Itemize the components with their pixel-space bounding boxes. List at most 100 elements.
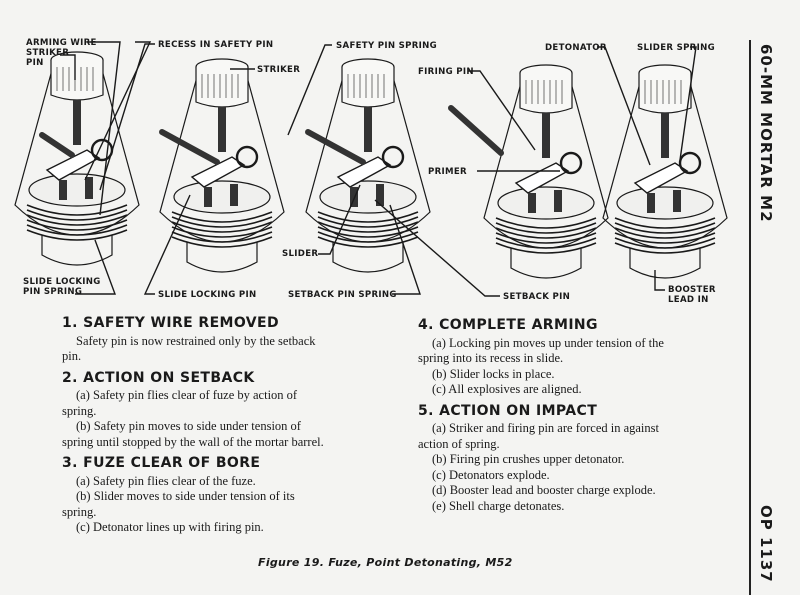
- leader-line: [654, 270, 665, 291]
- section-paragraph: (b) Slider locks in place.: [432, 366, 555, 381]
- section-paragraph: (c) Detonator lines up with firing pin.: [76, 520, 264, 534]
- margin-rule: [749, 40, 751, 595]
- firing-pin-stem: [661, 113, 669, 158]
- striker-head: [341, 67, 395, 108]
- fuze-thread: [26, 229, 128, 241]
- fuze-thread: [495, 222, 597, 234]
- label-slide-locking-pin-spring: SLIDE LOCKING PIN SPRING: [23, 277, 101, 297]
- fuze-thread: [171, 216, 273, 228]
- fuze-thread: [614, 237, 716, 249]
- section-fuze-clear-of-bore: 3. FUZE CLEAR OF BORE (a) Safety pin fli…: [62, 455, 327, 536]
- fuze-base: [629, 248, 701, 279]
- detonator-post: [554, 190, 562, 212]
- fuze-thread: [171, 221, 273, 233]
- label-firing-pin: FIRING PIN: [418, 67, 474, 77]
- section-paragraph: (c) All explosives are aligned.: [432, 382, 582, 396]
- section-heading: 3. FUZE CLEAR OF BORE: [62, 455, 261, 471]
- slider: [633, 162, 689, 194]
- leader-line: [143, 194, 191, 295]
- section-heading: 5. ACTION ON IMPACT: [418, 402, 598, 419]
- fuze-thread: [171, 231, 273, 243]
- safety-pin: [39, 132, 75, 158]
- fuze-thread: [317, 216, 419, 228]
- fuze-thread: [495, 232, 597, 244]
- detonator-post: [673, 190, 681, 212]
- safety-pin: [448, 105, 504, 156]
- section-heading: 4. COMPLETE ARMING: [418, 317, 598, 333]
- firing-pin-stem: [364, 107, 372, 152]
- fuze-thread: [495, 227, 597, 239]
- fuze-thread: [317, 231, 419, 243]
- section-paragraph: Safety pin is now restrained only by the…: [62, 333, 316, 364]
- section-paragraph: (a) Safety pin flies clear of fuze by ac…: [62, 388, 298, 418]
- fuze-thread: [26, 224, 128, 236]
- leader-line: [287, 44, 332, 136]
- fuze-thread: [317, 226, 419, 238]
- fuze-thread: [614, 232, 716, 244]
- fuze-thread: [614, 227, 716, 239]
- section-paragraph: (b) Firing pin crushes upper detonator.: [432, 452, 625, 466]
- fuze-thread: [26, 204, 128, 216]
- leader-line: [99, 43, 155, 191]
- fuze-base: [186, 242, 258, 273]
- label-setback-pin: SETBACK PIN: [503, 292, 571, 302]
- fuze-body-top: [497, 186, 595, 220]
- leader-line: [60, 54, 76, 80]
- label-arming-wire: ARMING WIRE: [26, 38, 97, 48]
- section-paragraph: (e) Shell charge detonates.: [432, 498, 565, 513]
- fuze-base: [332, 242, 404, 273]
- section-complete-arming: 4. COMPLETE ARMING (a) Locking pin moves…: [418, 317, 680, 398]
- label-slider-spring: SLIDER SPRING: [637, 43, 715, 53]
- label-safety-pin-spring: SAFETY PIN SPRING: [336, 41, 437, 51]
- fuze-body-top: [616, 186, 714, 220]
- leader-line: [318, 184, 361, 255]
- slider-spring-coil: [559, 151, 583, 175]
- section-heading: 1. SAFETY WIRE REMOVED: [62, 315, 280, 331]
- section-action-on-impact: 5. ACTION ON IMPACT (a) Striker and firi…: [418, 402, 680, 515]
- text-column-left: 1. SAFETY WIRE REMOVED Safety pin is now…: [62, 310, 327, 536]
- firing-pin-stem: [218, 107, 226, 152]
- leader-line: [597, 46, 651, 166]
- leader-line: [84, 41, 152, 181]
- fuze-thread: [171, 236, 273, 248]
- fuze-thread: [614, 217, 716, 229]
- detonator-post: [59, 180, 67, 200]
- safety-pin: [305, 129, 366, 165]
- detonator-post: [204, 187, 212, 207]
- fuze-thread: [26, 209, 128, 221]
- firing-pin-stem: [73, 100, 81, 145]
- section-paragraph: (c) Detonators explode.: [432, 467, 550, 482]
- text-column-right: 4. COMPLETE ARMING (a) Locking pin moves…: [418, 312, 680, 514]
- label-primer: PRIMER: [428, 167, 467, 177]
- figure-caption: Figure 19. Fuze, Point Detonating, M52: [258, 556, 513, 569]
- section-paragraph: (b) Safety pin moves to side under tensi…: [62, 419, 324, 449]
- section-paragraph: (b) Slider moves to side under tension o…: [62, 489, 295, 519]
- label-booster-lead-in: BOOSTER LEAD IN: [668, 285, 716, 305]
- fuze-thread: [495, 242, 597, 254]
- striker-head: [195, 67, 249, 108]
- detonator-post: [376, 184, 384, 206]
- fuze-thread: [317, 221, 419, 233]
- fuze-base: [510, 248, 582, 279]
- fuze-thread: [317, 211, 419, 223]
- fuze-thread: [171, 226, 273, 238]
- section-paragraph: (d) Booster lead and booster charge expl…: [432, 483, 656, 497]
- fuze-thread: [495, 237, 597, 249]
- detonator-post: [528, 193, 536, 213]
- slider-spring-coil: [381, 145, 405, 169]
- fuze-base: [41, 235, 113, 266]
- section-paragraph: (a) Striker and firing pin are forced in…: [418, 421, 659, 451]
- section-action-on-setback: 2. ACTION ON SETBACK (a) Safety pin flie…: [62, 370, 327, 451]
- leader-line: [389, 204, 421, 295]
- slider-spring-coil: [235, 145, 259, 169]
- fuze-body-top: [319, 180, 417, 214]
- detonator-post: [85, 177, 93, 199]
- striker-head: [519, 73, 573, 114]
- slider-spring-coil: [678, 151, 702, 175]
- striker-head: [638, 73, 692, 114]
- side-title: 60-MM MORTAR M2: [757, 44, 775, 223]
- label-slide-locking-pin: SLIDE LOCKING PIN: [158, 290, 257, 300]
- fuze-thread: [26, 219, 128, 231]
- fuze-body-top: [173, 180, 271, 214]
